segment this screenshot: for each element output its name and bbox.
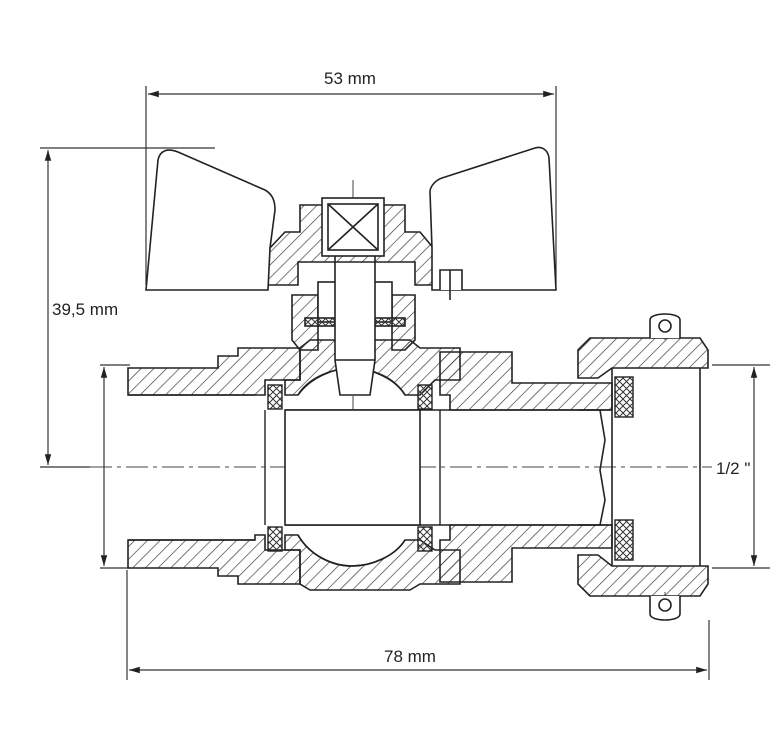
union-nut <box>577 313 709 621</box>
dimension-thread-size <box>712 364 770 569</box>
dimension-top-width <box>145 86 557 285</box>
height-label: 39,5 mm <box>52 300 118 319</box>
top-width-label: 53 mm <box>324 69 376 88</box>
butterfly-handle <box>145 146 557 300</box>
valve-body <box>127 339 613 591</box>
ball <box>284 367 421 567</box>
dimension-overall-length <box>126 570 710 680</box>
dimension-height <box>40 147 215 468</box>
seat-rings <box>264 376 634 561</box>
overall-length-label: 78 mm <box>384 647 436 666</box>
valve-stem <box>291 254 416 396</box>
handle-nut <box>267 197 436 286</box>
thread-size-label: 1/2 " <box>716 459 750 478</box>
